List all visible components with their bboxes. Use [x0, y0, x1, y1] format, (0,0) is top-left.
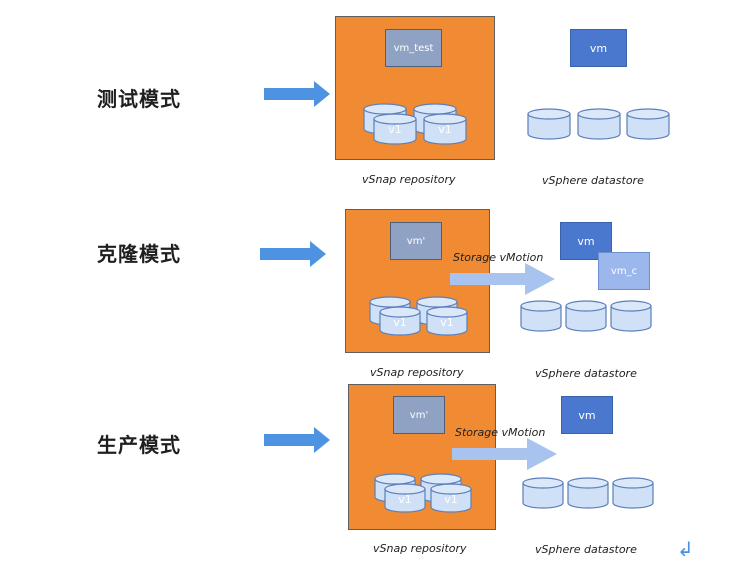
disk-label: v1: [438, 123, 452, 136]
datastore-disk-icon: [565, 300, 607, 332]
mode-arrow-test: [264, 81, 330, 107]
datastore-disk-icon: [610, 300, 652, 332]
disk-label: v1: [393, 316, 407, 329]
disk-label: v1: [398, 493, 412, 506]
datastore-disk-icon: [626, 108, 670, 140]
vmotion-label-clone: Storage vMotion: [453, 251, 544, 264]
disk-v1: v1: [430, 483, 472, 513]
disk-label: v1: [444, 493, 458, 506]
datastore-vm-test: vm: [570, 29, 627, 67]
datastore-disk-icon: [522, 477, 564, 509]
datastore-vm-production: vm: [561, 396, 613, 434]
disk-v1: v1: [379, 306, 421, 336]
disk-label: v1: [440, 316, 454, 329]
repository-vm-test: vm_test: [385, 29, 442, 67]
disk-v1: v1: [423, 113, 467, 145]
repository-caption-production: vSnap repository: [373, 542, 467, 555]
mode-arrow-clone: [260, 241, 326, 267]
datastore-caption-production: vSphere datastore: [535, 543, 637, 556]
mode-label-clone: 克隆模式: [97, 242, 181, 266]
vmotion-arrow-production: [452, 438, 557, 470]
return-arrow-icon: ↲: [677, 537, 694, 561]
datastore-vm-clone-copy: vm_c: [598, 252, 650, 290]
datastore-disk-icon: [612, 477, 654, 509]
datastore-disk-icon: [520, 300, 562, 332]
disk-v1: v1: [384, 483, 426, 513]
datastore-caption-clone: vSphere datastore: [535, 367, 637, 380]
datastore-disk-icon: [567, 477, 609, 509]
datastore-disk-icon: [577, 108, 621, 140]
vmotion-label-production: Storage vMotion: [455, 426, 546, 439]
repository-vm-production: vm': [393, 396, 445, 434]
disk-v1: v1: [426, 306, 468, 336]
datastore-caption-test: vSphere datastore: [542, 174, 644, 187]
repository-vm-clone: vm': [390, 222, 442, 260]
repository-caption-test: vSnap repository: [362, 173, 456, 186]
disk-label: v1: [388, 123, 402, 136]
datastore-disk-icon: [527, 108, 571, 140]
mode-label-test: 测试模式: [97, 87, 181, 111]
mode-label-production: 生产模式: [97, 433, 181, 457]
disk-v1: v1: [373, 113, 417, 145]
vmotion-arrow-clone: [450, 263, 555, 295]
repository-caption-clone: vSnap repository: [370, 366, 464, 379]
mode-arrow-production: [264, 427, 330, 453]
